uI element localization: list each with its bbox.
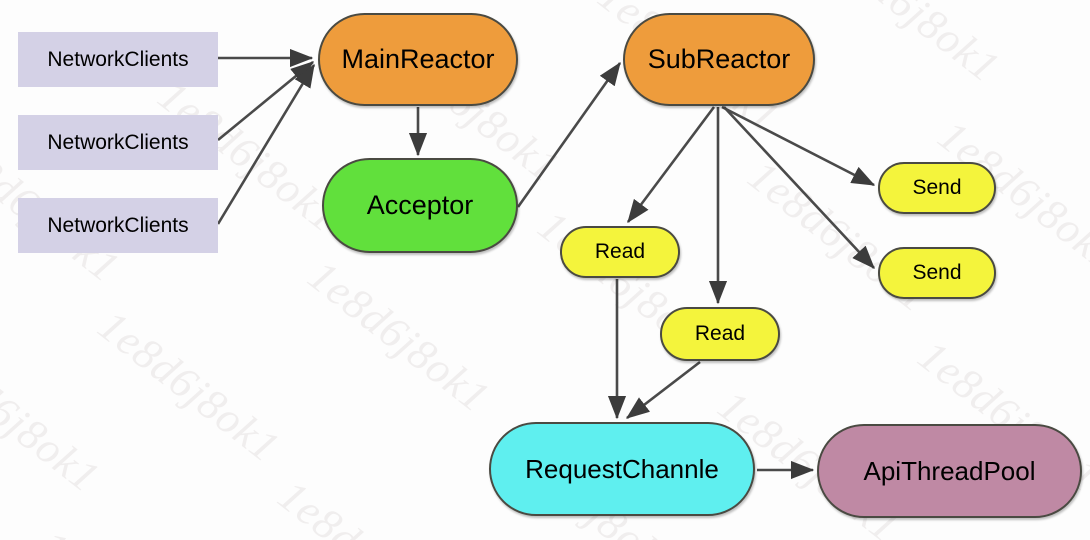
watermark-text: 1e8d6j8ok1 bbox=[269, 470, 470, 540]
node-client3[interactable]: NetworkClients bbox=[18, 198, 218, 253]
watermark-text: 1e8d6j8ok1 bbox=[0, 330, 110, 502]
watermark-text: 1e8d6j8ok1 bbox=[89, 300, 290, 472]
edge-client2-to-main bbox=[217, 60, 315, 142]
node-read2[interactable]: Read bbox=[660, 307, 780, 361]
node-main[interactable]: MainReactor bbox=[318, 13, 518, 106]
edge-client3-to-main bbox=[216, 63, 316, 225]
edge-acceptor-to-sub bbox=[516, 61, 622, 208]
node-client2[interactable]: NetworkClients bbox=[18, 115, 218, 170]
edge-sub-to-send1 bbox=[721, 105, 876, 187]
node-read1[interactable]: Read bbox=[560, 226, 680, 278]
node-client1[interactable]: NetworkClients bbox=[18, 32, 218, 87]
edge-sub-to-read1 bbox=[626, 106, 716, 224]
node-channel[interactable]: RequestChannle bbox=[489, 422, 755, 516]
node-send2[interactable]: Send bbox=[878, 247, 996, 299]
watermark-text: 1e8d6j8ok1 bbox=[29, 520, 230, 540]
node-acceptor[interactable]: Acceptor bbox=[322, 158, 518, 253]
edge-sub-to-send2 bbox=[723, 106, 875, 269]
watermark-text: 1e8d6j8ok1 bbox=[809, 0, 1010, 92]
node-send1[interactable]: Send bbox=[878, 162, 996, 214]
watermark-text: 1e8d6j8ok1 bbox=[299, 250, 500, 422]
edge-read2-to-channel bbox=[625, 360, 701, 420]
node-pool[interactable]: ApiThreadPool bbox=[817, 424, 1082, 518]
node-sub[interactable]: SubReactor bbox=[623, 13, 815, 106]
